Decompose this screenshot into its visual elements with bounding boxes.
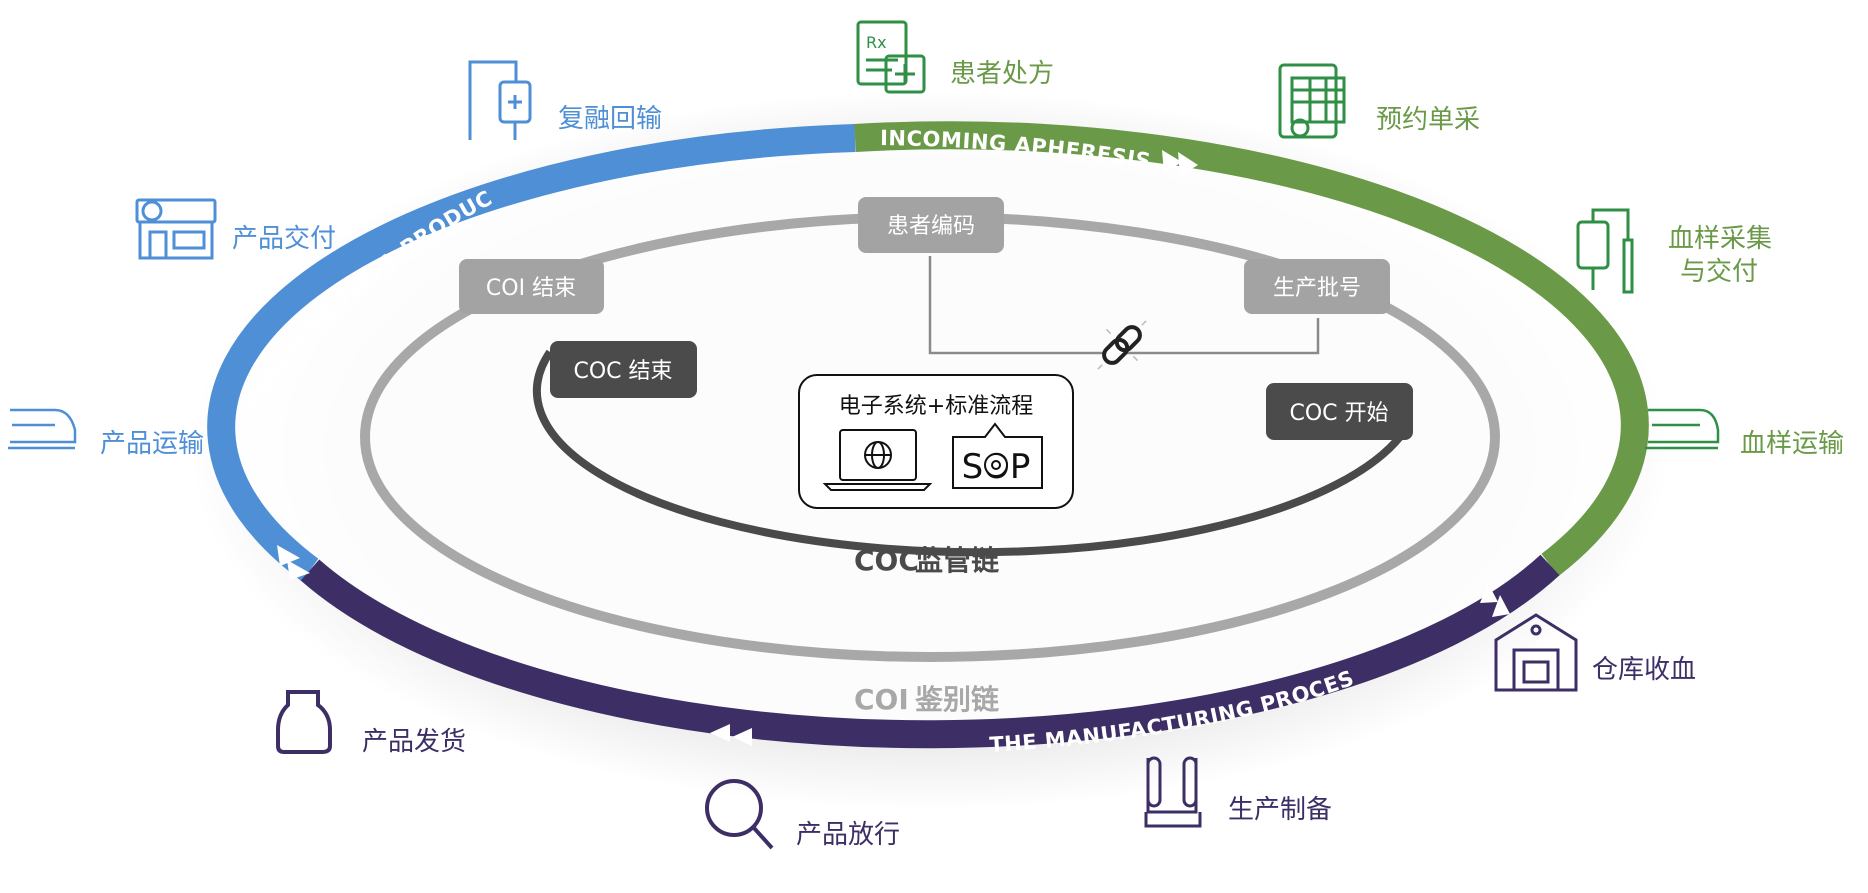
- calendar-icon: [1278, 63, 1346, 139]
- svg-text:患者编码: 患者编码: [887, 214, 975, 239]
- label-warehouse-receive: 仓库收血: [1592, 655, 1696, 685]
- coc-end-pill: COC 结束: [550, 341, 697, 398]
- svg-text:COC 开始: COC 开始: [1289, 401, 1388, 426]
- prescription-icon: Rx: [856, 20, 926, 94]
- iv-drip-icon: [468, 60, 532, 140]
- link-icon: [1097, 320, 1147, 370]
- svg-text:生产批号: 生产批号: [1273, 276, 1361, 301]
- incoming-segment: [854, 121, 1649, 577]
- gear-icon: [984, 453, 1008, 477]
- label-product-delivery: 产品交付: [232, 224, 336, 254]
- center-title: 电子系统+标准流程: [839, 394, 1033, 419]
- label-patient-prescription: 患者处方: [950, 59, 1054, 89]
- direction-arrow-icon: [710, 724, 752, 746]
- pharmacy-icon: [135, 198, 217, 260]
- label-product-release: 产品放行: [796, 820, 900, 850]
- train-icon: [8, 408, 77, 450]
- laptop-globe-icon: [822, 429, 933, 491]
- warehouse-icon: [1494, 613, 1578, 692]
- patient-code-pill: 患者编码: [858, 197, 1004, 253]
- direction-arrow-icon: [1162, 150, 1198, 176]
- blood-bag-icon: [1576, 208, 1634, 294]
- sop-icon: SOP: [952, 422, 1043, 489]
- magnifier-icon: [705, 779, 774, 850]
- manufacturing-segment: [300, 554, 1560, 749]
- coc-chain-prefix: COC: [854, 544, 919, 577]
- batch-number-pill: 生产批号: [1244, 259, 1390, 314]
- coi-chain-prefix: COI: [854, 683, 909, 716]
- svg-text:Rx: Rx: [866, 33, 887, 52]
- coc-ring: [532, 349, 1409, 557]
- test-tubes-icon: [1144, 756, 1202, 828]
- label-blood-transport: 血样运输: [1740, 429, 1844, 459]
- center-system-box: 电子系统+标准流程 SOP: [798, 374, 1074, 509]
- coc-start-pill: COC 开始: [1266, 383, 1413, 440]
- label-reinfusion: 复融回输: [558, 104, 662, 134]
- coi-chain-label: 鉴别链: [914, 683, 999, 716]
- label-manufacturing: 生产制备: [1228, 795, 1332, 825]
- label-appointment: 预约单采: [1376, 105, 1480, 135]
- direction-arrow-icon: [277, 545, 310, 580]
- svg-text:COI 结束: COI 结束: [486, 276, 576, 301]
- train-icon: [1645, 408, 1720, 450]
- label-blood-collection-2: 与交付: [1680, 257, 1758, 287]
- label-product-shipping: 产品发货: [362, 727, 466, 757]
- label-product-transport: 产品运输: [100, 429, 204, 459]
- jar-icon: [276, 690, 332, 754]
- coc-chain-label: 监管链: [915, 544, 999, 577]
- coi-end-pill: COI 结束: [459, 259, 604, 314]
- direction-arrow-icon: [1480, 583, 1510, 617]
- outgoing-segment: [207, 124, 856, 582]
- svg-text:COC 结束: COC 结束: [573, 359, 672, 384]
- label-blood-collection-1: 血样采集: [1668, 224, 1772, 254]
